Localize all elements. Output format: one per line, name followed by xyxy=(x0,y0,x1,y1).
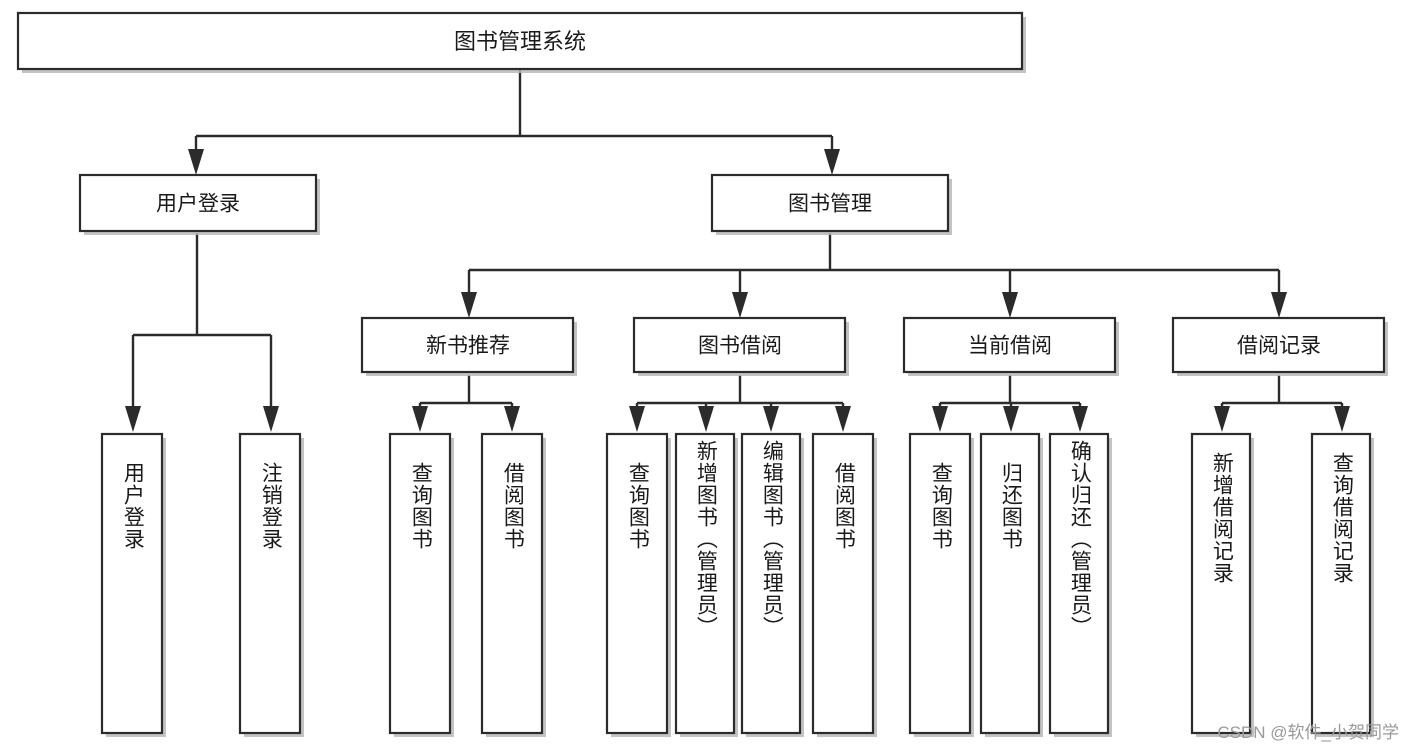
connector-borrow-record-to-leaves xyxy=(1214,375,1350,432)
leaf-node-user-login-login[interactable] xyxy=(100,432,166,737)
connector-current-borrow-to-leaves xyxy=(932,375,1088,432)
node-borrow-record[interactable]: 借阅记录 xyxy=(1171,316,1388,376)
node-label-new-book-recommend: 新书推荐 xyxy=(426,335,510,358)
leaf-node-current-borrow-query[interactable] xyxy=(908,432,974,737)
node-label-book-borrow: 图书借阅 xyxy=(698,335,782,358)
leaf-node-book-borrow-edit[interactable] xyxy=(740,432,804,737)
connector-user-login-to-leaves xyxy=(125,233,279,432)
node-label-current-borrow: 当前借阅 xyxy=(968,335,1052,358)
node-new-book-recommend[interactable]: 新书推荐 xyxy=(360,316,577,376)
leaf-node-record-add[interactable] xyxy=(1190,432,1254,737)
leaf-node-user-login-logout[interactable] xyxy=(238,432,304,737)
leaf-node-record-query[interactable] xyxy=(1310,432,1374,737)
node-label-borrow-record: 借阅记录 xyxy=(1237,335,1321,358)
leaf-node-current-borrow-confirm[interactable] xyxy=(1048,432,1112,737)
node-user-login[interactable]: 用户登录 xyxy=(78,173,320,235)
node-label-book-manage: 图书管理 xyxy=(788,193,872,216)
leaf-node-book-borrow-add[interactable] xyxy=(674,432,738,737)
leaf-node-current-borrow-return[interactable] xyxy=(979,432,1043,737)
node-book-manage[interactable]: 图书管理 xyxy=(710,173,952,235)
leaf-node-book-borrow-query[interactable] xyxy=(605,432,671,737)
connector-book-manage-to-level3 xyxy=(461,233,1287,318)
node-label-root: 图书管理系统 xyxy=(454,29,586,54)
connector-root-to-level2 xyxy=(188,70,840,175)
node-label-user-login: 用户登录 xyxy=(156,193,240,216)
leaf-node-book-borrow-lend[interactable] xyxy=(811,432,877,737)
connector-new-book-to-leaves xyxy=(412,375,520,432)
node-current-borrow[interactable]: 当前借阅 xyxy=(902,316,1119,376)
connector-book-borrow-to-leaves xyxy=(629,375,851,432)
node-book-borrow[interactable]: 图书借阅 xyxy=(632,316,849,376)
node-root-system[interactable]: 图书管理系统 xyxy=(16,11,1026,73)
leaf-node-new-book-borrow[interactable] xyxy=(480,432,546,737)
connectors xyxy=(125,70,1350,432)
leaf-node-new-book-query[interactable] xyxy=(388,432,454,737)
